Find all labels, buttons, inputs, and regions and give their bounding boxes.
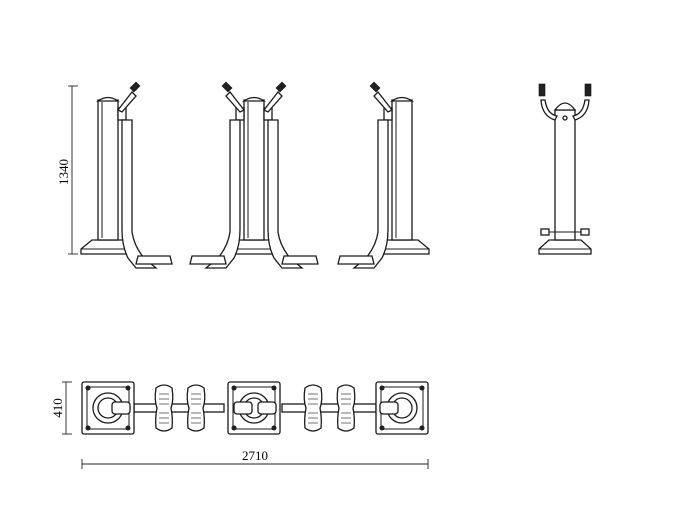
unit-left [80, 81, 173, 269]
length-label: 2710 [242, 448, 268, 463]
plan-view: 410 2710 [50, 381, 429, 469]
height-label: 1340 [56, 159, 71, 185]
unit-right [337, 81, 430, 269]
depth-dimension [62, 381, 72, 435]
length-dimension [81, 459, 429, 469]
height-dimension [68, 85, 78, 255]
front-elevation: 1340 [56, 81, 430, 269]
depth-label: 410 [50, 398, 65, 418]
side-elevation [538, 83, 592, 255]
unit-center [189, 81, 319, 269]
